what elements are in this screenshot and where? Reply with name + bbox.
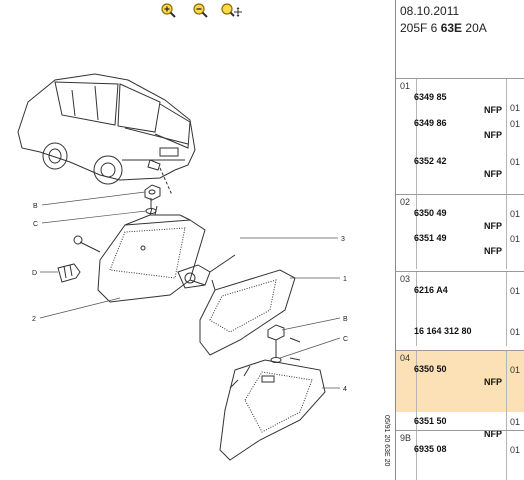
quantity: 01	[510, 119, 521, 129]
callout-4: 4	[343, 386, 347, 393]
quantity: 01	[510, 103, 521, 113]
reference-code: 205F 6 63E 20A	[400, 21, 487, 35]
part-number[interactable]: 6349 85	[414, 92, 447, 102]
toolbar	[0, 0, 395, 20]
reference-code-suffix: 20A	[462, 21, 487, 35]
nut-upper	[144, 184, 161, 214]
group-id: 03	[400, 274, 411, 284]
parts-group-9b[interactable]: 9B 6935 08 01	[396, 430, 524, 480]
callout-b-upper: B	[33, 203, 38, 210]
connector-part	[57, 263, 81, 283]
callout-3: 3	[341, 236, 345, 243]
group-id: 04	[400, 353, 411, 363]
quantity: 01	[510, 417, 521, 427]
part-number[interactable]: 6935 08	[414, 444, 447, 454]
callout-c-upper: C	[33, 221, 38, 228]
callout-d: D	[32, 270, 37, 277]
reference-code-prefix: 205F 6	[400, 21, 441, 35]
zoom-in-icon[interactable]	[160, 2, 176, 18]
part-number[interactable]: 6352 42	[414, 156, 447, 166]
reference-code-bold: 63E	[440, 21, 463, 35]
quantity: 01	[510, 365, 521, 375]
quantity: 01	[510, 327, 521, 337]
quantity: 01	[510, 157, 521, 167]
catalog-date: 08.10.2011	[400, 4, 460, 18]
nfp-tag: NFP	[484, 221, 502, 231]
callout-c-lower: C	[343, 336, 348, 343]
parts-group-04[interactable]: 04 6350 50 NFP 01	[396, 350, 524, 412]
panel-divider	[395, 0, 396, 480]
parts-group-02[interactable]: 02 6350 49 NFP 01 6351 49 NFP 01	[396, 194, 524, 269]
part-number[interactable]: 16 164 312 80	[414, 326, 472, 336]
callout-2: 2	[32, 316, 36, 323]
nfp-tag: NFP	[484, 130, 502, 140]
rear-lamp-assembly	[73, 205, 206, 303]
part-number[interactable]: 6350 49	[414, 208, 447, 218]
group-id: 02	[400, 197, 411, 207]
part-number[interactable]: 6351 50	[414, 416, 447, 426]
nfp-tag: NFP	[484, 169, 502, 179]
group-id: 01	[400, 81, 411, 91]
group-id: 9B	[400, 433, 412, 443]
callout-1: 1	[343, 276, 347, 283]
zoom-out-icon[interactable]	[192, 2, 208, 18]
part-number[interactable]: 6351 49	[414, 233, 447, 243]
zoom-fit-icon[interactable]	[220, 2, 242, 18]
parts-list: 01 6349 85 NFP 01 6349 86 NFP 01 6352 42…	[396, 78, 524, 480]
callout-b-lower: B	[343, 316, 348, 323]
part-number[interactable]: 6350 50	[414, 364, 447, 374]
quantity: 01	[510, 445, 521, 455]
nfp-tag: NFP	[484, 429, 502, 439]
quantity: 01	[510, 286, 521, 296]
nfp-tag: NFP	[484, 246, 502, 256]
car-illustration	[17, 73, 196, 185]
lens	[199, 269, 296, 356]
parts-group-03[interactable]: 03 6216 A4 01 16 164 312 80 01	[396, 271, 524, 346]
drawing-stamp: 05/91 20 63E 20	[383, 415, 390, 466]
part-number[interactable]: 6349 86	[414, 118, 447, 128]
nfp-tag: NFP	[484, 377, 502, 387]
parts-group-01[interactable]: 01 6349 85 NFP 01 6349 86 NFP 01 6352 42…	[396, 78, 524, 198]
nfp-tag: NFP	[484, 105, 502, 115]
reference-header: 08.10.2011 205F 6 63E 20A	[396, 0, 524, 78]
quantity: 01	[510, 209, 521, 219]
quantity: 01	[510, 234, 521, 244]
part-number[interactable]: 6216 A4	[414, 285, 448, 295]
parts-diagram: B C D 2 3 1 B C 4 05/91 20 63E 20	[0, 20, 395, 480]
bulb-holder	[177, 254, 236, 289]
lower-lamp	[219, 359, 326, 461]
exploded-view-drawing: B C D 2 3 1 B C 4 05/91 20 63E 20	[17, 73, 390, 466]
